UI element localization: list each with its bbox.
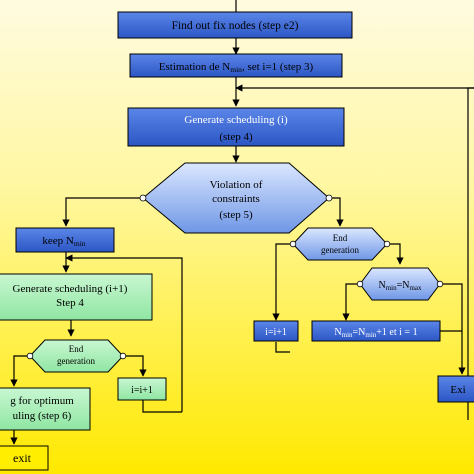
connector-endgen-to-optimum (10, 355, 30, 387)
connector-endgen-right-to-i-inc (272, 243, 293, 321)
connector-loop-left (65, 254, 183, 412)
endgen-left-line1: End (69, 344, 84, 354)
node-nmin-eq-nmax: Nmin=Nmax (356, 267, 444, 301)
connector-i-inc-right-out (275, 342, 290, 353)
node-i-inc-left: i=i+1 (117, 377, 167, 401)
connector-i-inc-left-loop (142, 400, 182, 413)
connector-nminnmax-to-exit (440, 283, 466, 375)
i-inc-left-label: i=i+1 (131, 385, 153, 396)
node-generate-scheduling-i1: Generate scheduling (i+1) Step 4 (0, 273, 153, 321)
optimum-line2: uling (step 6) (13, 410, 72, 422)
node-exit-right: Exi (437, 375, 474, 403)
violation-left-port (139, 194, 147, 202)
generate-i1-line1: Generate scheduling (i+1) (13, 283, 128, 295)
nmin-increment-label: Nmin=Nmin+1 et i = 1 (334, 327, 417, 339)
connector-nminnmax-to-nmininc (342, 283, 360, 321)
find-fix-nodes-label: Find out fix nodes (step e2) (172, 20, 299, 32)
exit-left-label: exit (13, 451, 32, 465)
node-end-generation-left: End generation (26, 339, 127, 373)
violation-right-port (325, 194, 333, 202)
violation-line2: constraints (212, 193, 260, 205)
endgen-right-line1: End (333, 233, 348, 243)
connector-violation-to-keep (62, 197, 143, 227)
node-optimum-scheduling: g for optimum uling (step 6) (0, 387, 91, 431)
connector-endgen-right-to-nminnmax (387, 243, 404, 265)
endgen-left-line2: generation (57, 356, 95, 366)
keep-nmin-label: keep Nmin (42, 235, 85, 248)
generate-i-line2: (step 4) (219, 131, 253, 143)
connectors (10, 0, 474, 445)
violation-line3: (step 5) (219, 209, 253, 221)
node-keep-nmin: keep Nmin (15, 227, 115, 253)
connector-endgen-to-i-inc (123, 355, 147, 377)
violation-line1: Violation of (210, 179, 263, 191)
exit-right-label: Exi (450, 384, 465, 396)
connector-violation-to-endgen (329, 197, 344, 227)
optimum-line1: g for optimum (10, 395, 74, 407)
i-inc-right-label: i=i+1 (265, 327, 287, 338)
generate-i-line1: Generate scheduling (i) (184, 114, 288, 126)
node-violation-constraints: Violation of constraints (step 5) (139, 162, 333, 234)
node-exit-left: exit (0, 445, 49, 471)
node-end-generation-right: End generation (289, 227, 391, 261)
node-estimation: Estimation de Nmin, set i=1 (step 3) (129, 53, 343, 78)
estimation-label: Estimation de Nmin, set i=1 (step 3) (159, 61, 314, 74)
generate-i1-line2: Step 4 (56, 297, 84, 309)
node-find-fix-nodes: Find out fix nodes (step e2) (117, 11, 353, 39)
node-nmin-increment: Nmin=Nmin+1 et i = 1 (311, 320, 441, 342)
node-i-inc-right: i=i+1 (253, 320, 299, 342)
connector-right-vertical (467, 87, 474, 420)
node-generate-scheduling-i: Generate scheduling (i) (step 4) (127, 107, 345, 147)
nmin-eq-nmax-label: Nmin=Nmax (378, 280, 422, 292)
endgen-right-line2: generation (321, 245, 359, 255)
